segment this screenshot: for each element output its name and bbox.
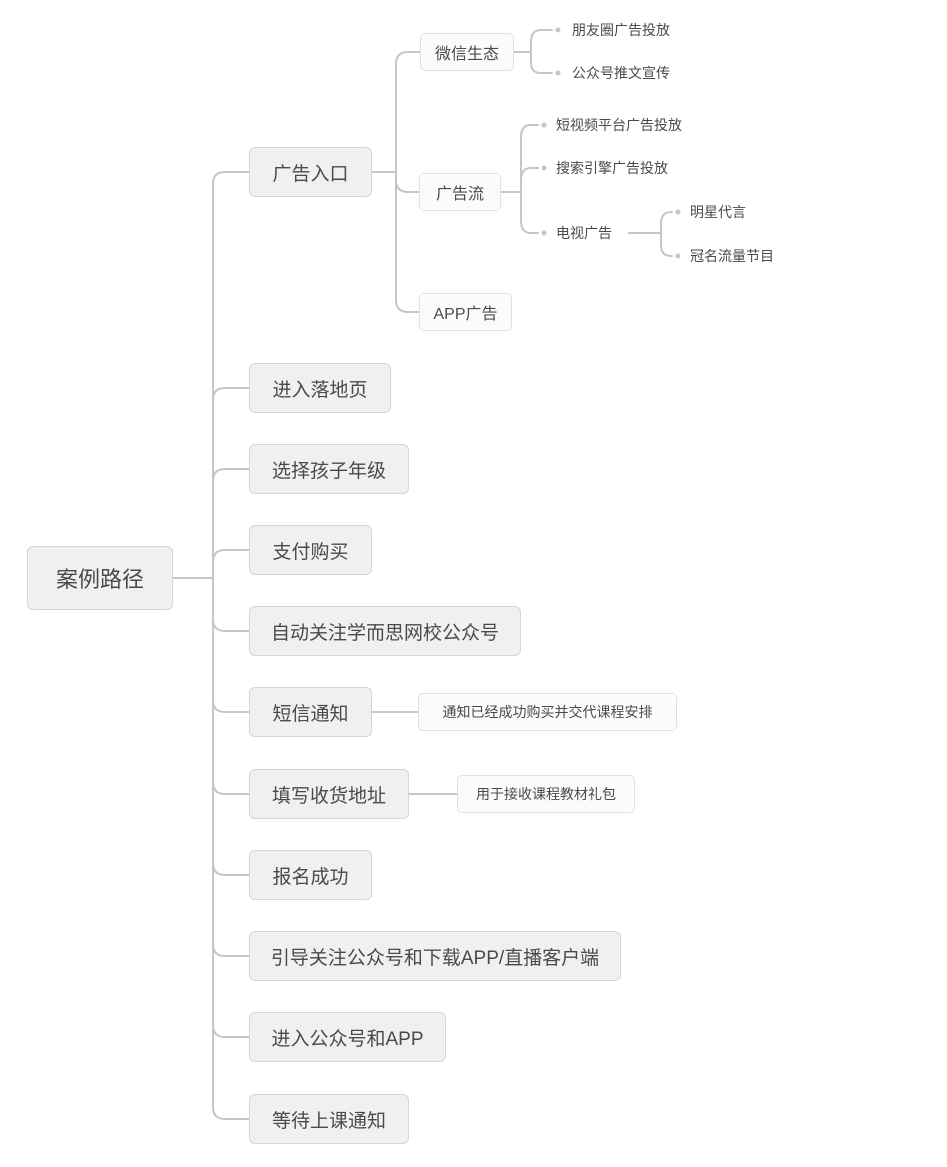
node-sms-notice[interactable]: 短信通知 [249,687,372,737]
node-auto-follow-official-account[interactable]: 自动关注学而思网校公众号 [249,606,521,656]
node-pay-purchase[interactable]: 支付购买 [249,525,372,575]
node-ad-entry[interactable]: 广告入口 [249,147,372,197]
node-ad-stream[interactable]: 广告流 [419,173,501,211]
node-celebrity-endorsement[interactable]: 明星代言 [690,204,746,220]
node-enter-account-and-app[interactable]: 进入公众号和APP [249,1012,446,1062]
node-short-video-ad[interactable]: 短视频平台广告投放 [556,117,682,133]
node-app-ad[interactable]: APP广告 [419,293,512,331]
node-wechat-ecosystem[interactable]: 微信生态 [420,33,514,71]
node-select-child-grade[interactable]: 选择孩子年级 [249,444,409,494]
node-sms-content-note[interactable]: 通知已经成功购买并交代课程安排 [418,693,677,731]
node-signup-success[interactable]: 报名成功 [249,850,372,900]
node-tv-ad[interactable]: 电视广告 [556,225,612,241]
node-moments-ad-placement[interactable]: 朋友圈广告投放 [572,22,670,38]
node-wait-class-notice[interactable]: 等待上课通知 [249,1094,409,1144]
node-case-path-root[interactable]: 案例路径 [27,546,173,610]
node-landing-page[interactable]: 进入落地页 [249,363,391,413]
node-address-purpose-note[interactable]: 用于接收课程教材礼包 [457,775,635,813]
node-sponsored-program[interactable]: 冠名流量节目 [690,248,774,264]
node-guide-follow-and-download[interactable]: 引导关注公众号和下载APP/直播客户端 [249,931,621,981]
node-search-engine-ad[interactable]: 搜索引擎广告投放 [556,160,668,176]
node-fill-shipping-address[interactable]: 填写收货地址 [249,769,409,819]
node-official-account-push[interactable]: 公众号推文宣传 [572,65,670,81]
